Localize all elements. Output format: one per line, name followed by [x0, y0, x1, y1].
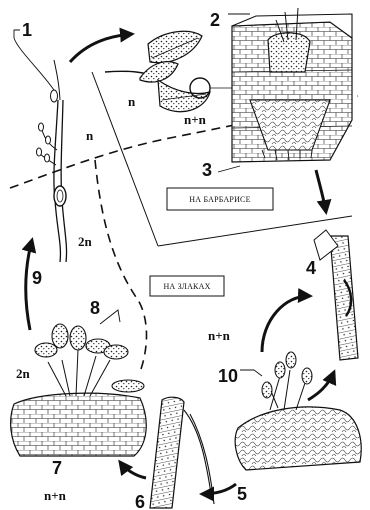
ploidy-teliospore-2n: 2n [16, 366, 31, 381]
barberry-host-label: НА БАРБАРИСЕ [167, 188, 273, 210]
arrow-4-to-5 [262, 296, 310, 352]
ploidy-grass-nn: n+n [208, 328, 231, 343]
arrow-3-to-4 [316, 170, 326, 212]
basidium-drawing [14, 30, 67, 262]
cereal-stem-uredinia-drawing [314, 230, 358, 360]
stage-number-8: 8 [90, 298, 100, 318]
svg-text:НА БАРБАРИСЕ: НА БАРБАРИСЕ [189, 195, 250, 204]
ploidy-leaf-n: n [128, 94, 136, 109]
barberry-leaf-drawing [105, 31, 234, 111]
ploidy-bottom-nn: n+n [44, 488, 67, 503]
arrow-1-to-leaf [70, 34, 132, 62]
ploidy-basidium-n: n [86, 128, 94, 143]
arrow-6-to-7 [120, 462, 146, 478]
stage-number-2: 2 [210, 10, 220, 30]
stage-number-6: 6 [135, 492, 145, 510]
stage-number-4: 4 [306, 258, 316, 278]
barberry-diagonal-line [92, 72, 158, 246]
ploidy-basidium-2n: 2n [78, 234, 93, 249]
stage-number-1: 1 [22, 20, 32, 40]
stage-number-7: 7 [52, 458, 62, 478]
stage-number-5: 5 [237, 484, 247, 504]
stage-number-10: 10 [218, 366, 238, 386]
leaf-section-drawing [218, 8, 352, 172]
cereal-stems-telia-drawing [150, 397, 214, 508]
basidiospore [51, 90, 58, 102]
uredinium-drawing [235, 352, 361, 470]
svg-text:НА ЗЛАКАХ: НА ЗЛАКАХ [163, 282, 210, 291]
cereals-host-label: НА ЗЛАКАХ [150, 276, 224, 296]
stage-number-9: 9 [32, 268, 42, 288]
telium-drawing [11, 310, 147, 456]
arrow-5-to-6 [202, 484, 236, 494]
stage-number-3: 3 [202, 160, 212, 180]
ploidy-leaf-nn: n+n [184, 112, 207, 127]
